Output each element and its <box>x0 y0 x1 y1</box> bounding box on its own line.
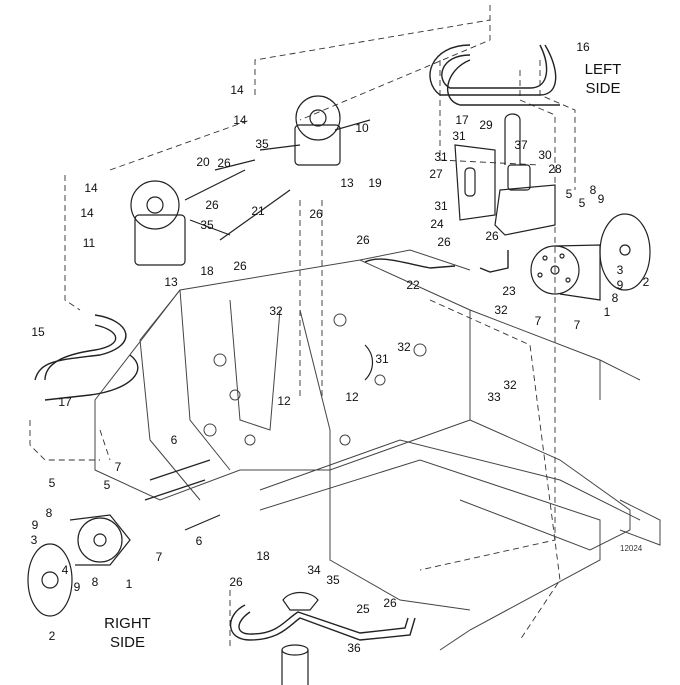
callout-26: 26 <box>309 207 323 221</box>
callout-24: 24 <box>430 217 444 231</box>
dashed-leaders <box>29 5 576 650</box>
callout-18: 18 <box>256 549 270 563</box>
callout-30: 30 <box>538 148 552 162</box>
callout-32: 32 <box>503 378 517 392</box>
callout-15: 15 <box>31 325 45 339</box>
callout-7: 7 <box>155 550 163 564</box>
callout-13: 13 <box>340 176 354 190</box>
callout-9: 9 <box>616 278 624 292</box>
wheel-motor-left <box>530 213 651 301</box>
left-side-label: LEFT SIDE <box>578 60 628 98</box>
figure-id: 12024 <box>620 544 643 553</box>
callout-3: 3 <box>616 263 624 277</box>
callout-32: 32 <box>494 303 508 317</box>
callout-3: 3 <box>30 533 38 547</box>
right-side-label-line1: RIGHT <box>104 615 151 632</box>
left-side-label-line2: SIDE <box>585 80 621 97</box>
callout-26: 26 <box>229 575 243 589</box>
callout-32: 32 <box>269 304 283 318</box>
callout-11: 11 <box>82 236 96 250</box>
pump-lower <box>130 159 291 266</box>
callout-36: 36 <box>347 641 361 655</box>
callout-29: 29 <box>479 118 493 132</box>
callout-14: 14 <box>84 181 98 195</box>
callout-8: 8 <box>91 575 99 589</box>
callout-14: 14 <box>233 113 247 127</box>
callout-6: 6 <box>195 534 203 548</box>
callout-23: 23 <box>502 284 516 298</box>
hoses-right <box>34 314 139 401</box>
callout-26: 26 <box>383 596 397 610</box>
callout-18: 18 <box>200 264 214 278</box>
callout-1: 1 <box>125 577 133 591</box>
callout-10: 10 <box>355 121 369 135</box>
callout-31: 31 <box>375 352 389 366</box>
callout-20: 20 <box>196 155 210 169</box>
callout-4: 4 <box>61 563 69 577</box>
callout-5: 5 <box>578 196 586 210</box>
callout-17: 17 <box>58 395 72 409</box>
reservoir <box>454 113 556 236</box>
callout-35: 35 <box>326 573 340 587</box>
hose-22-23 <box>364 250 509 273</box>
right-side-label-line2: SIDE <box>109 634 145 651</box>
callout-2: 2 <box>642 275 650 289</box>
callout-26: 26 <box>233 259 247 273</box>
callout-25: 25 <box>356 602 370 616</box>
callout-35: 35 <box>200 218 214 232</box>
callout-37: 37 <box>514 138 528 152</box>
callout-28: 28 <box>548 162 562 176</box>
hose-25 <box>229 604 416 641</box>
callout-8: 8 <box>611 291 619 305</box>
callout-1: 1 <box>603 305 611 319</box>
callout-8: 8 <box>589 183 597 197</box>
callout-9: 9 <box>597 192 605 206</box>
callout-31: 31 <box>434 150 448 164</box>
right-side-label: RIGHT SIDE <box>100 614 155 652</box>
callout-27: 27 <box>429 167 443 181</box>
callout-21: 21 <box>251 204 265 218</box>
callout-2: 2 <box>48 629 56 643</box>
chassis-frame <box>94 249 661 651</box>
callout-26: 26 <box>217 156 231 170</box>
callout-7: 7 <box>573 318 581 332</box>
callout-7: 7 <box>114 460 122 474</box>
callout-31: 31 <box>434 199 448 213</box>
callout-5: 5 <box>565 187 573 201</box>
callout-35: 35 <box>255 137 269 151</box>
callout-5: 5 <box>103 478 111 492</box>
callout-22: 22 <box>406 278 420 292</box>
callout-14: 14 <box>230 83 244 97</box>
callout-34: 34 <box>307 563 321 577</box>
callout-12: 12 <box>277 394 291 408</box>
callout-8: 8 <box>45 506 53 520</box>
callout-14: 14 <box>80 206 94 220</box>
callout-5: 5 <box>48 476 56 490</box>
callout-16: 16 <box>576 40 590 54</box>
wheel-motor-right <box>27 514 131 617</box>
left-side-label-line1: LEFT <box>584 61 622 78</box>
callout-7: 7 <box>534 314 542 328</box>
callout-26: 26 <box>485 229 499 243</box>
callout-32: 32 <box>397 340 411 354</box>
callout-33: 33 <box>487 390 501 404</box>
callout-26: 26 <box>205 198 219 212</box>
oil-filter <box>281 591 319 685</box>
callout-6: 6 <box>170 433 178 447</box>
callout-12: 12 <box>345 390 359 404</box>
tubes <box>144 344 374 531</box>
hoses-left <box>429 44 560 106</box>
callout-13: 13 <box>164 275 178 289</box>
callout-9: 9 <box>73 580 81 594</box>
callout-26: 26 <box>356 233 370 247</box>
callout-31: 31 <box>452 129 466 143</box>
callout-19: 19 <box>368 176 382 190</box>
callout-26: 26 <box>437 235 451 249</box>
callout-9: 9 <box>31 518 39 532</box>
callout-17: 17 <box>455 113 469 127</box>
pump-upper <box>259 95 371 166</box>
